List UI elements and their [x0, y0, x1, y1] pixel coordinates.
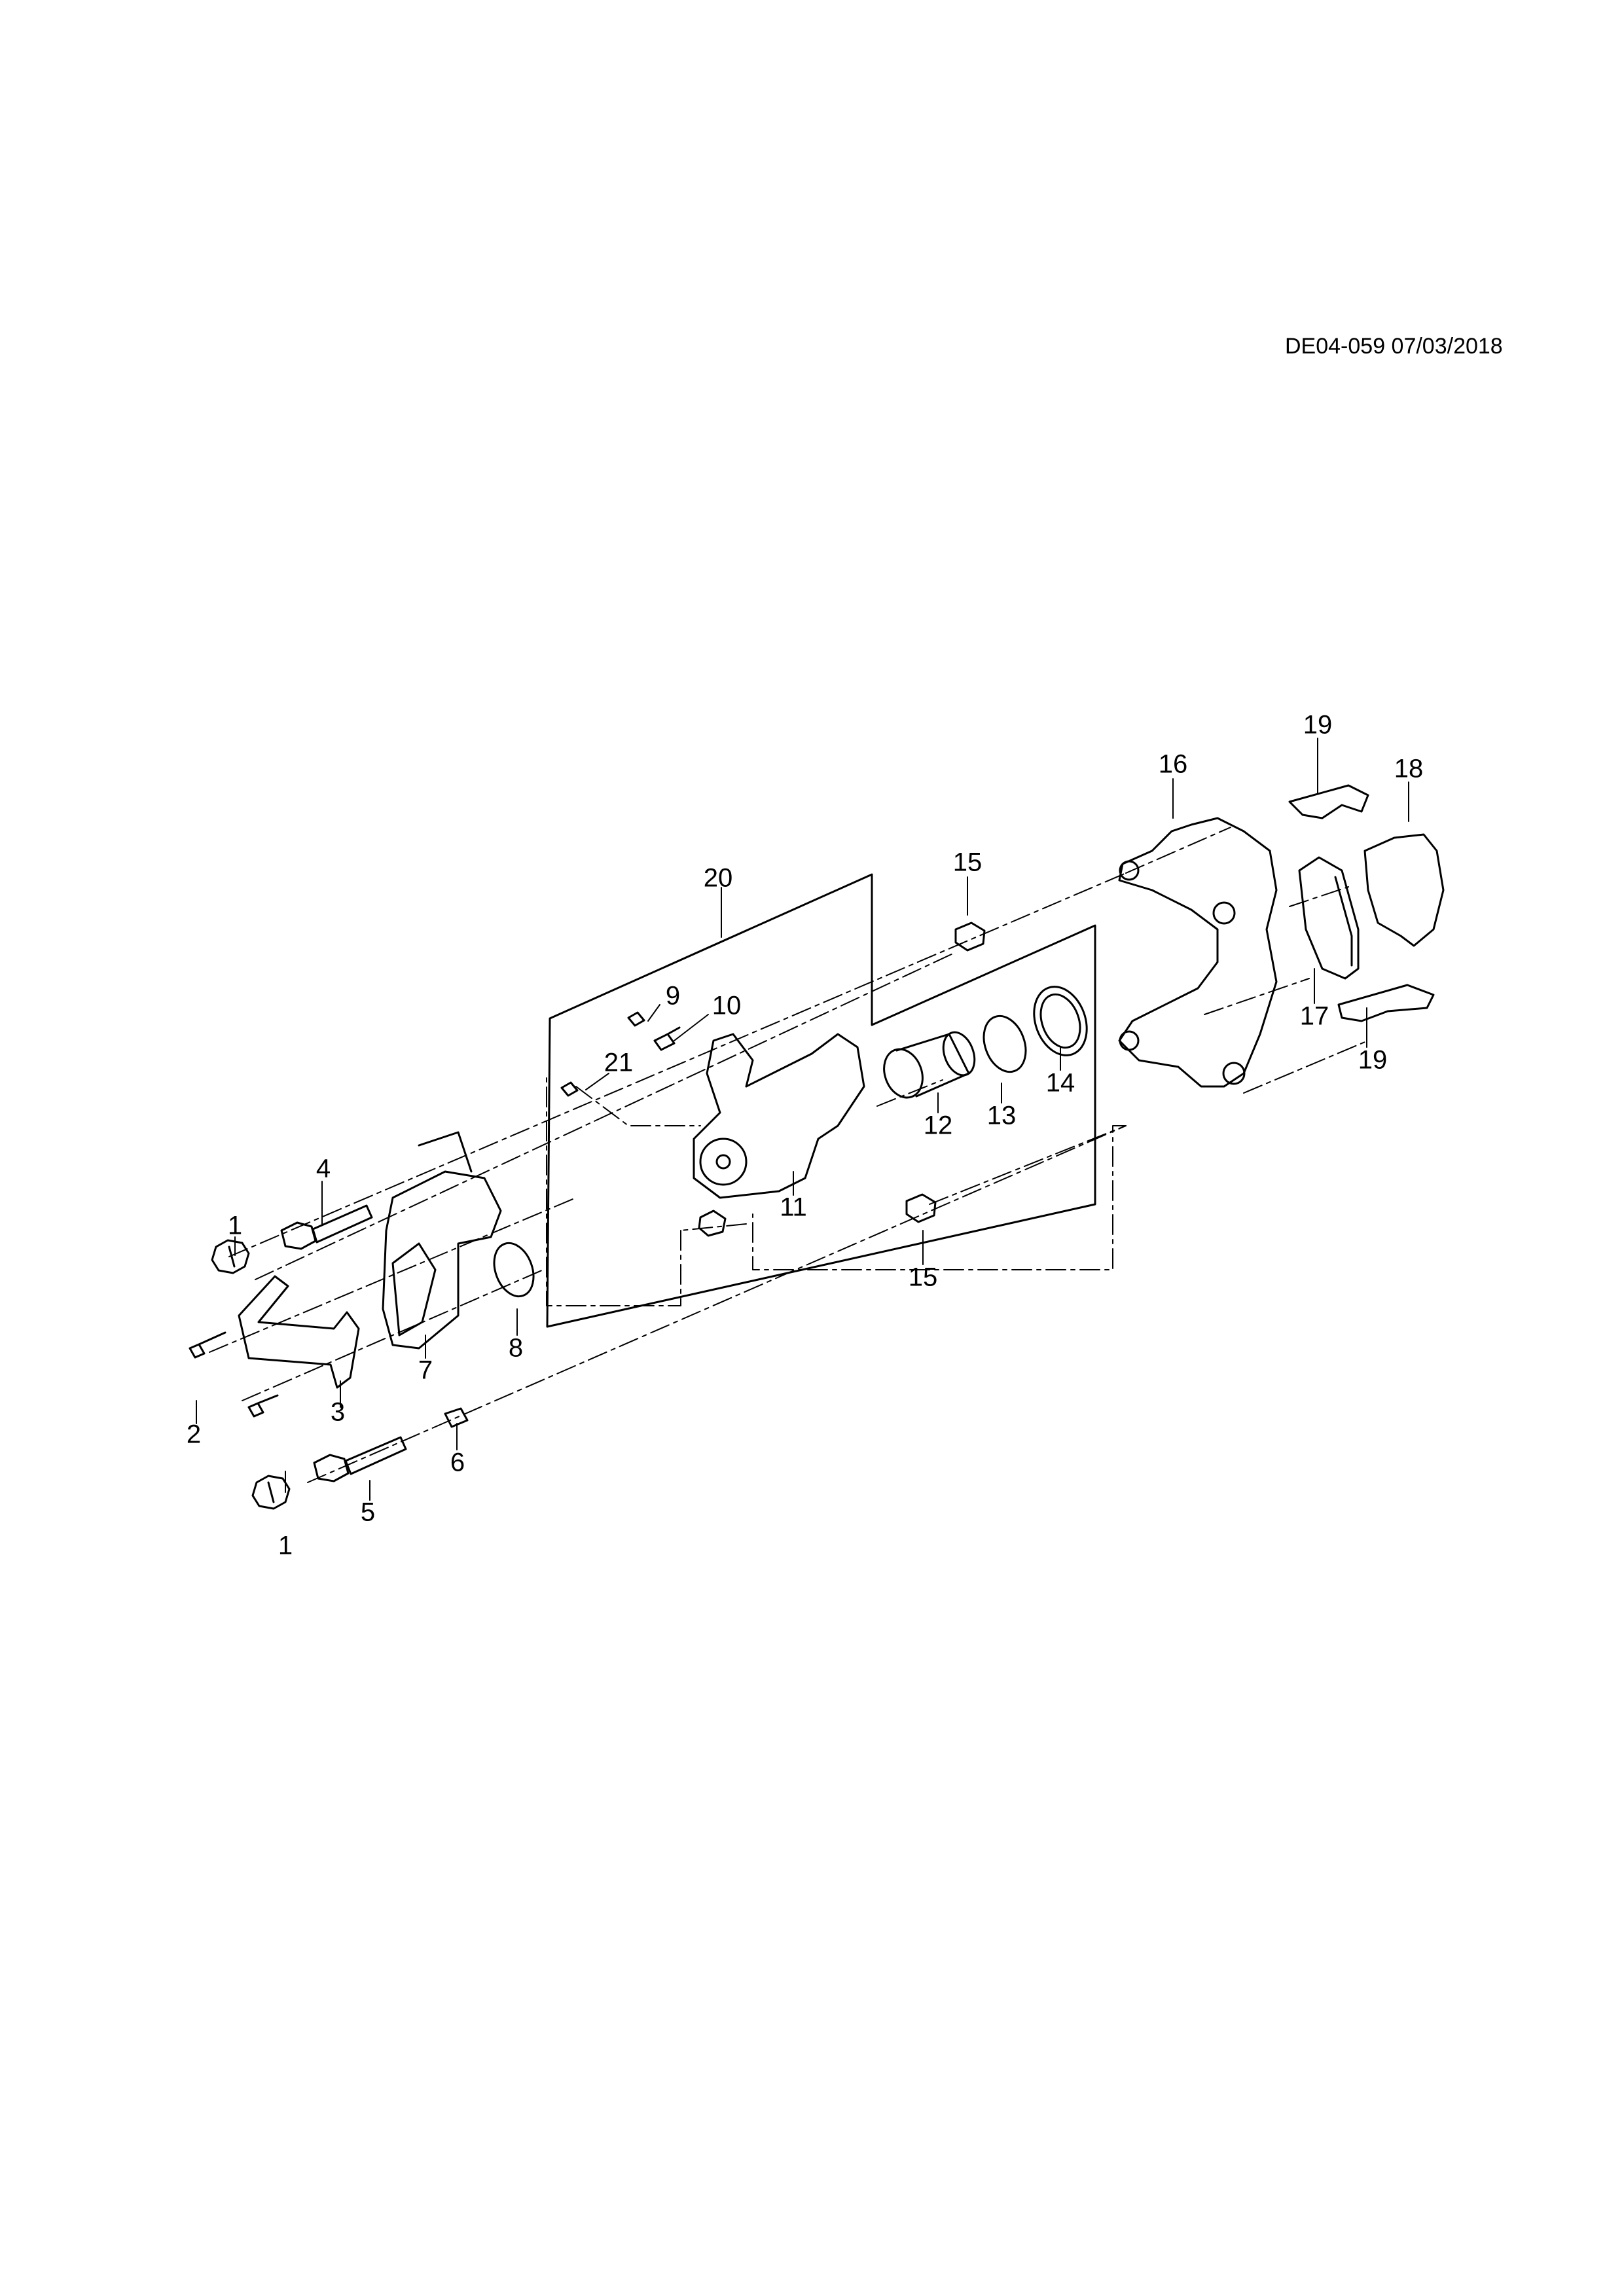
callout-7: 7	[418, 1355, 433, 1385]
callout-18: 18	[1394, 754, 1424, 783]
part-13-piston-seal	[983, 1014, 1027, 1073]
part-19-clip-lower	[1337, 984, 1435, 1022]
part-15-guide-boot-lower	[905, 1193, 937, 1223]
callout-12: 12	[923, 1111, 953, 1140]
callout-15-lower: 15	[908, 1263, 938, 1292]
callout-2: 2	[186, 1420, 202, 1449]
part-2-screw-upper	[189, 1331, 226, 1359]
part-9-bleed-cap	[627, 1011, 645, 1027]
part-15-guide-boot-upper	[954, 922, 986, 952]
document-reference: DE04-059 07/03/2018	[1285, 334, 1503, 359]
part-12-piston	[883, 1031, 976, 1099]
part-11-caliper-housing	[693, 1033, 865, 1237]
part-7-motor-actuator	[382, 1131, 502, 1350]
part-2-screw-lower	[247, 1394, 279, 1418]
part-3-bracket	[238, 1275, 360, 1389]
callout-5: 5	[360, 1498, 376, 1527]
callout-9: 9	[665, 981, 681, 1011]
part-16-caliper-carrier	[1118, 817, 1278, 1088]
callout-17: 17	[1299, 1001, 1329, 1031]
callout-11: 11	[780, 1193, 807, 1222]
part-17-inner-brake-pad	[1298, 856, 1360, 980]
callout-19-lower: 19	[1358, 1045, 1388, 1075]
alignment-lines	[209, 827, 1369, 1483]
part-10-bleed-screw	[653, 1026, 681, 1051]
callout-3: 3	[330, 1397, 346, 1427]
callout-4: 4	[316, 1154, 331, 1183]
leader-lines	[196, 738, 1409, 1501]
part-6-bushing	[444, 1407, 469, 1428]
part-19-clip-upper	[1288, 784, 1369, 819]
part-1-nut-upper	[211, 1239, 250, 1274]
part-18-outer-brake-pad	[1363, 833, 1445, 947]
callout-15-upper: 15	[952, 848, 983, 877]
part-8-seal-ring	[493, 1242, 535, 1298]
callout-20: 20	[703, 863, 733, 893]
part-1-nut-lower	[251, 1475, 291, 1510]
assembly-20-frame	[546, 873, 1096, 1328]
callout-8: 8	[508, 1333, 524, 1363]
callout-19-upper: 19	[1303, 710, 1333, 740]
part-21-plug	[560, 1081, 579, 1097]
callout-6: 6	[450, 1448, 465, 1477]
callout-1-upper: 1	[227, 1211, 243, 1240]
callout-16: 16	[1158, 749, 1188, 779]
callout-13: 13	[986, 1101, 1017, 1130]
part-14-dust-boot	[1033, 986, 1088, 1056]
part-5-guide-bolt	[313, 1436, 407, 1482]
part-4-guide-bolt	[280, 1204, 373, 1250]
callout-1-lower: 1	[278, 1531, 293, 1560]
callout-10: 10	[712, 991, 742, 1020]
callout-21: 21	[604, 1048, 634, 1077]
callout-14: 14	[1045, 1068, 1075, 1098]
